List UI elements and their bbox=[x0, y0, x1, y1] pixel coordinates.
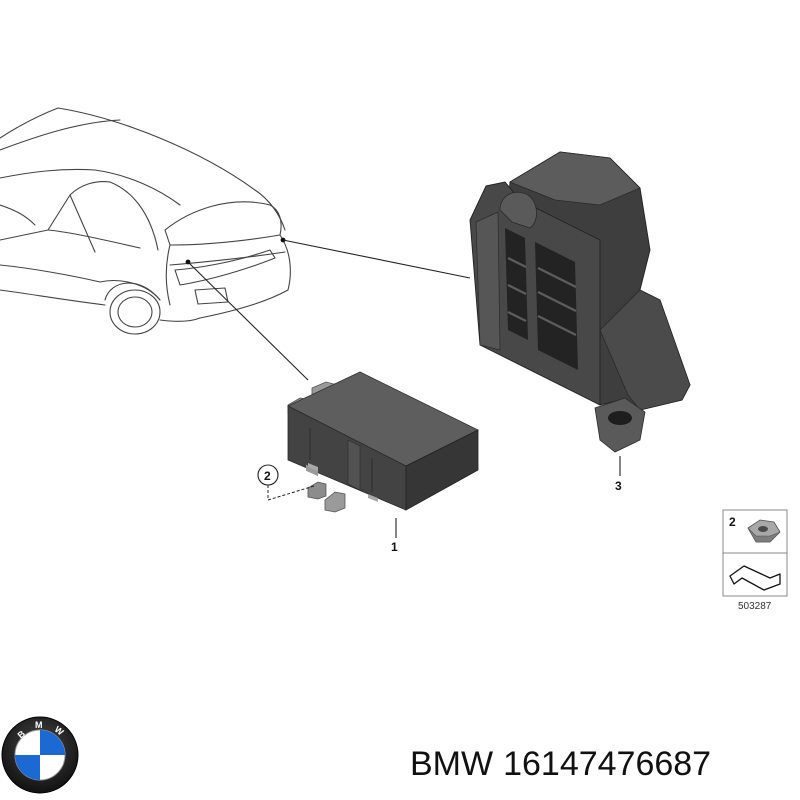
parts-legend: 2 503287 bbox=[722, 509, 788, 612]
callout-number-2: 2 bbox=[264, 469, 271, 483]
leader-to-module bbox=[187, 261, 309, 381]
brand-name: BMW bbox=[410, 745, 493, 783]
brand-part-number: BMW 16147476687 bbox=[410, 745, 711, 783]
car-outline bbox=[0, 107, 291, 335]
mount-point-housing bbox=[280, 237, 286, 243]
control-module bbox=[287, 371, 479, 513]
callout-number-3: 3 bbox=[615, 479, 622, 493]
callout-part-1: 1 bbox=[391, 518, 398, 554]
logo-letter-b: B bbox=[16, 728, 28, 740]
callout-part-3: 3 bbox=[615, 456, 622, 493]
module-housing bbox=[469, 151, 691, 453]
logo-letter-m: M bbox=[35, 720, 43, 730]
legend-item-number: 2 bbox=[729, 515, 736, 529]
bent-arrow-icon bbox=[729, 565, 781, 591]
leader-lines bbox=[187, 239, 471, 381]
legend-code: 503287 bbox=[738, 601, 772, 612]
part-number: 16147476687 bbox=[503, 745, 711, 783]
callout-number-1: 1 bbox=[391, 540, 398, 554]
callout-part-2: 2 bbox=[257, 464, 315, 501]
bmw-logo: B M W bbox=[1, 716, 79, 794]
hex-nut-icon bbox=[747, 519, 781, 543]
leader-to-housing bbox=[282, 239, 471, 279]
mount-point-module bbox=[185, 259, 191, 265]
